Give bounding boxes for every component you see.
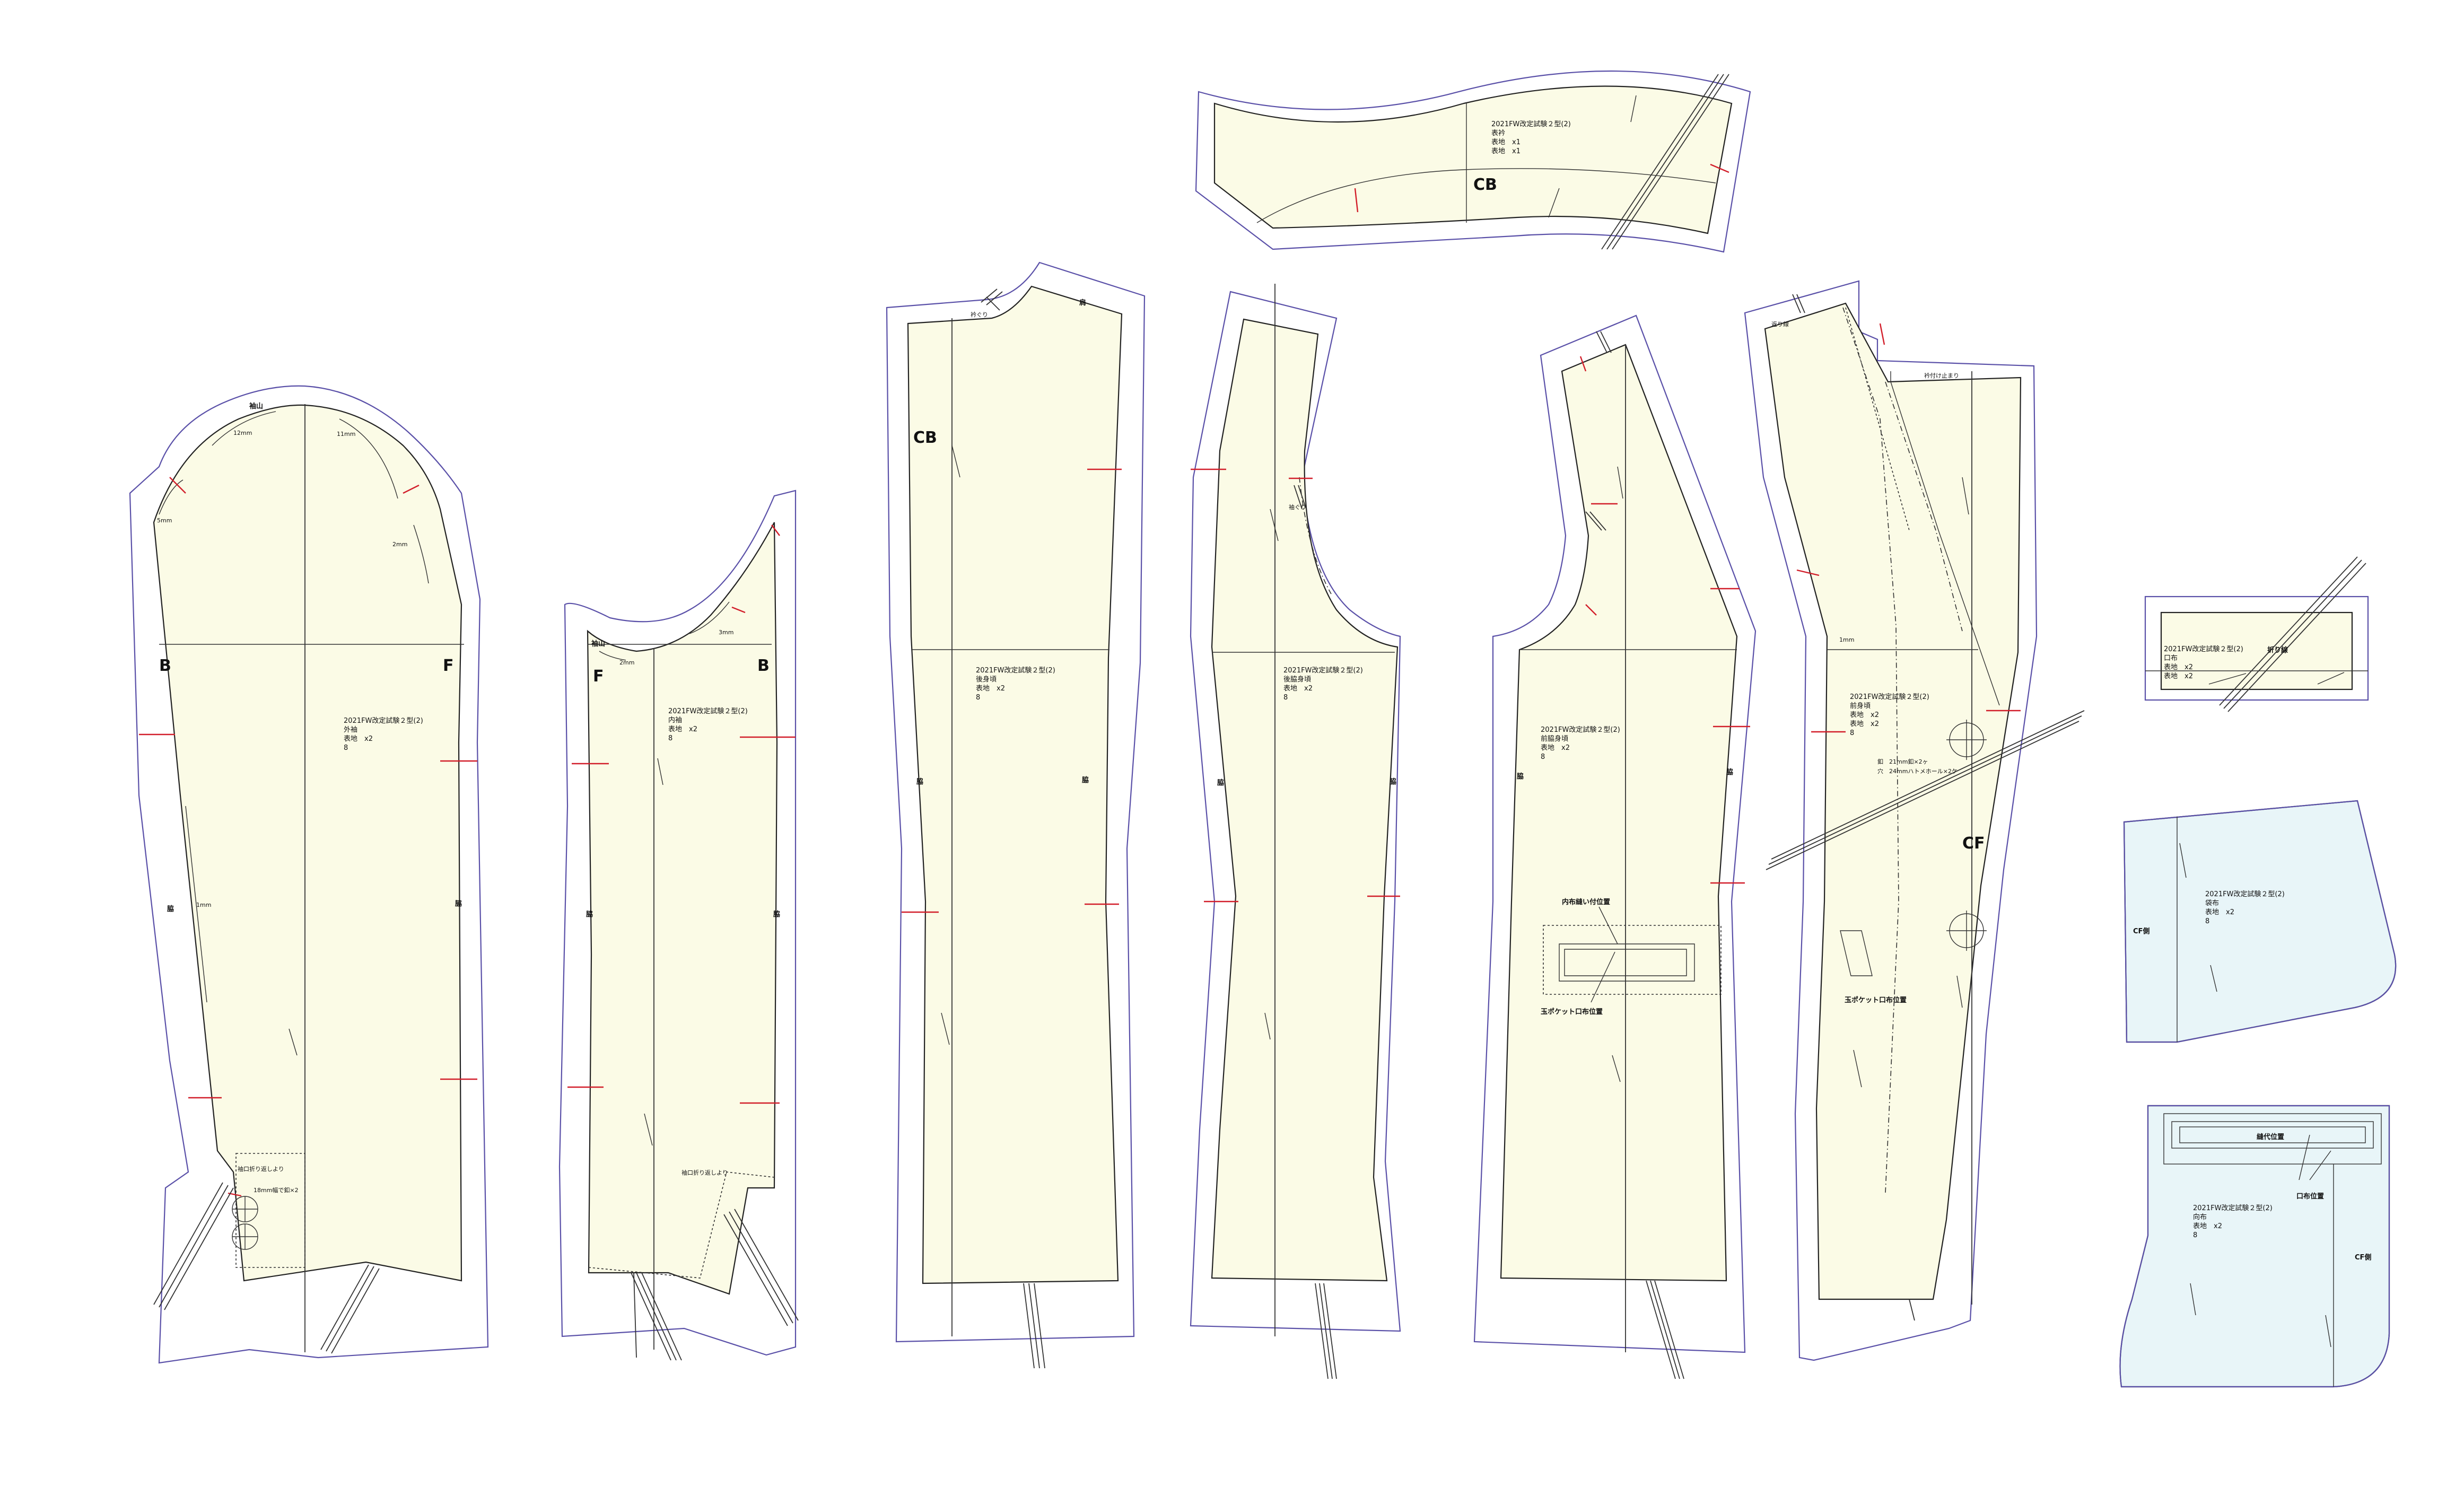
inner-sleeve-info-3: 表地 x2 (668, 725, 697, 733)
side-front-side-left: 脇 (1517, 772, 1524, 781)
side-back-info-1: 2021FW改定試験２型(2) (1283, 666, 1363, 675)
collar-info-4: 表地 x1 (1491, 147, 1521, 155)
pocket-bag-2-info-1: 2021FW改定試験２型(2) (2193, 1204, 2273, 1212)
front-body-info-2: 前身頃 (1850, 702, 1871, 710)
back-body-info-1: 2021FW改定試験２型(2) (976, 666, 1055, 675)
front-body-top-label: 衿付け止まり (1924, 372, 1959, 379)
collar-info-2: 表衿 (1491, 129, 1505, 137)
pocket-welt-info-4: 表地 x2 (2164, 672, 2193, 680)
side-front-label-2: 玉ポケット口布位置 (1541, 1008, 1603, 1016)
front-body-button-1: 釦 21mm釦×2ヶ (1877, 758, 1928, 765)
pocket-bag-1-info-2: 袋布 (2205, 899, 2219, 907)
front-body-info-5: 8 (1850, 729, 1854, 737)
front-body-cf-marker: CF (1962, 834, 1985, 853)
inner-sleeve-mm-2: 3mm (719, 629, 733, 636)
side-front-info-2: 前脇身頃 (1541, 734, 1568, 743)
front-body-info-1: 2021FW改定試験２型(2) (1850, 693, 1929, 701)
side-back-info-2: 後脇身頃 (1283, 675, 1311, 684)
outer-sleeve-note-2: 18mm幅で釦×2 (254, 1186, 299, 1194)
back-body-info-2: 後身頃 (976, 675, 997, 684)
pocket-welt-info-1: 2021FW改定試験２型(2) (2164, 645, 2243, 653)
back-body-info-3: 表地 x2 (976, 685, 1005, 693)
inner-sleeve-note-1: 袖口折り返しより (681, 1169, 728, 1176)
pocket-bag-2-side: CF側 (2355, 1253, 2371, 1262)
inner-sleeve-mm-1: 2mm (619, 659, 634, 666)
inner-sleeve-side-left: 脇 (586, 910, 593, 918)
pocket-bag-2-info-2: 向布 (2193, 1213, 2207, 1221)
inner-sleeve-back-marker: B (757, 657, 770, 675)
outer-sleeve-mm-3: 5mm (157, 517, 172, 524)
pocket-welt-piece[interactable]: 2021FW改定試験２型(2) 口布 表地 x2 表地 x2 折り線 (2144, 556, 2369, 712)
side-front-info-3: 表地 x2 (1541, 744, 1570, 752)
pocket-bag-1-info-4: 8 (2205, 917, 2209, 925)
inner-sleeve-front-marker: F (593, 667, 604, 686)
outer-sleeve-back-marker: B (159, 657, 171, 675)
side-back-side-right: 脇 (1390, 777, 1396, 786)
outer-sleeve-side-right: 脇 (455, 899, 462, 908)
side-back-side-left: 脇 (1217, 778, 1224, 787)
outer-sleeve-info-3: 表地 x2 (344, 735, 373, 743)
front-body-lapel-label: 返り線 (1771, 320, 1789, 328)
front-body-info-3: 表地 x2 (1850, 711, 1879, 719)
pocket-welt-info-2: 口布 (2164, 654, 2178, 662)
outer-sleeve-mm-1: 12mm (233, 430, 252, 436)
collar-piece[interactable]: CB 2021FW改定試験２型(2) 表衿 表地 x1 表地 x1 (1195, 70, 1751, 253)
outer-sleeve-side-left: 脇 (167, 905, 174, 913)
outer-sleeve-mm-2: 11mm (337, 431, 355, 438)
back-body-side-right: 脇 (1082, 776, 1089, 784)
back-body-cb-marker: CB (913, 428, 937, 447)
pocket-bag-1-info-3: 表地 x2 (2205, 908, 2234, 916)
front-body-button-2: 穴 24mmハトメホール×2ケ (1877, 767, 1958, 775)
inner-sleeve-top-label: 袖山 (591, 640, 605, 648)
outer-sleeve-note-1: 袖口折り返しより (238, 1165, 284, 1173)
side-back-info-4: 8 (1283, 694, 1288, 702)
outer-sleeve-info-1: 2021FW改定試験２型(2) (344, 716, 423, 725)
back-body-side-left: 脇 (916, 777, 923, 786)
back-body-piece[interactable]: CB 脇 脇 肩 衿ぐり 2021FW改定試験２型(2) 後身頃 表地 x2 8 (886, 261, 1146, 1369)
side-front-label-1: 内布縫い付位置 (1562, 898, 1610, 906)
pocket-welt-info-3: 表地 x2 (2164, 663, 2193, 671)
outer-sleeve-mm-5: 1mm (196, 902, 211, 908)
front-body-label-1: 玉ポケット口布位置 (1845, 996, 1907, 1004)
inner-sleeve-piece[interactable]: F B 袖山 2mm 3mm 脇 脇 2021FW改定試験２型(2) 内袖 表地… (558, 489, 799, 1361)
back-body-info-4: 8 (976, 694, 980, 702)
inner-sleeve-side-right: 脇 (773, 910, 780, 918)
front-body-info-4: 表地 x2 (1850, 720, 1879, 728)
pocket-bag-1-side: CF側 (2133, 927, 2150, 935)
outer-sleeve-info-4: 8 (344, 744, 348, 752)
outer-sleeve-mm-4: 2mm (392, 541, 407, 548)
back-body-top-label: 肩 (1079, 299, 1086, 307)
front-body-piece[interactable]: CF 1mm 2021FW改定試験２型(2) 前身頃 表地 x2 表地 x2 8… (1744, 280, 2085, 1361)
pocket-bag-2-label-1: 縫代位置 (2257, 1133, 2284, 1141)
side-front-side-right: 脇 (1726, 768, 1733, 776)
collar-info-1: 2021FW改定試験２型(2) (1491, 120, 1571, 128)
side-front-info-1: 2021FW改定試験２型(2) (1541, 725, 1620, 734)
pocket-bag-2-piece[interactable]: CF側 縫代位置 口布位置 2021FW改定試験２型(2) 向布 表地 x2 8 (2119, 1105, 2390, 1388)
inner-sleeve-info-2: 内袖 (668, 716, 682, 724)
side-front-info-4: 8 (1541, 753, 1545, 761)
pocket-welt-label: 折り線 (2267, 646, 2288, 654)
outer-sleeve-piece[interactable]: B F 袖山 12mm 11mm 5mm 2mm 1mm 脇 脇 2021FW改… (129, 385, 489, 1364)
pocket-bag-1-piece[interactable]: CF側 2021FW改定試験２型(2) 袋布 表地 x2 8 (2123, 800, 2397, 1043)
outer-sleeve-info-2: 外袖 (344, 726, 357, 734)
side-back-info-3: 表地 x2 (1283, 685, 1313, 693)
outer-sleeve-front-marker: F (443, 657, 454, 675)
pocket-bag-2-info-4: 8 (2193, 1231, 2197, 1239)
back-body-shoulder-label: 衿ぐり (971, 311, 988, 318)
inner-sleeve-info-4: 8 (668, 734, 672, 742)
collar-info-3: 表地 x1 (1491, 138, 1521, 146)
side-back-armhole-label: 袖ぐり (1289, 503, 1306, 511)
pocket-bag-1-info-1: 2021FW改定試験２型(2) (2205, 890, 2285, 898)
front-body-mm: 1mm (1839, 636, 1854, 643)
collar-cb-marker: CB (1473, 176, 1497, 194)
pocket-bag-2-label-2: 口布位置 (2296, 1192, 2324, 1201)
side-front-piece[interactable]: 脇 脇 2021FW改定試験２型(2) 前脇身頃 表地 x2 8 内布縫い付位置… (1473, 314, 1757, 1379)
outer-sleeve-top-label: 袖山 (249, 402, 263, 410)
side-back-piece[interactable]: 脇 脇 袖ぐり 2021FW改定試験２型(2) 後脇身頃 表地 x2 8 (1190, 284, 1401, 1379)
pocket-bag-2-info-3: 表地 x2 (2193, 1222, 2222, 1230)
inner-sleeve-info-1: 2021FW改定試験２型(2) (668, 707, 748, 715)
